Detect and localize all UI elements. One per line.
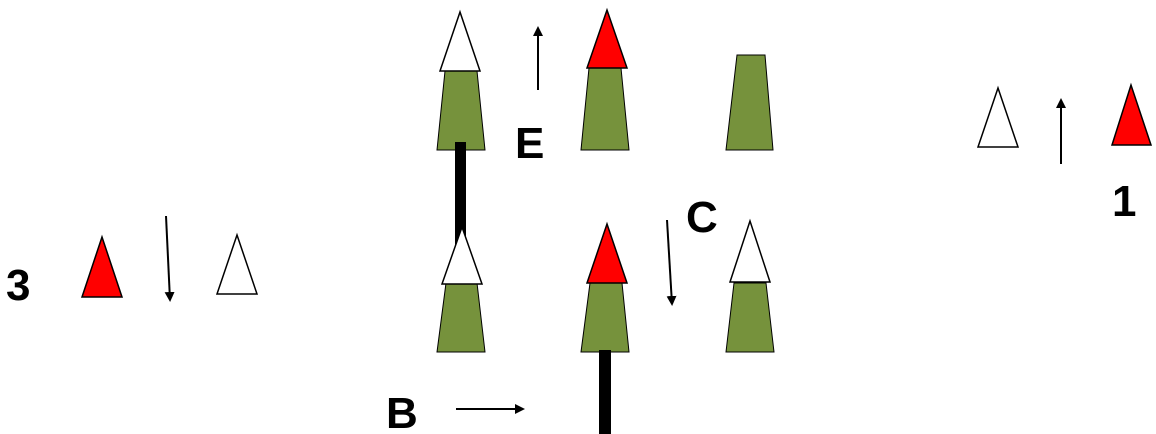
arrow-down-c <box>666 219 677 306</box>
white-flag-bottom-left <box>440 224 484 285</box>
red-flag-right-group <box>1110 82 1153 146</box>
label-b: B <box>386 389 418 434</box>
white-flag-right-group <box>976 85 1020 148</box>
label-1: 1 <box>1112 177 1136 226</box>
label-e: E <box>515 119 544 168</box>
label-c: C <box>686 193 718 242</box>
red-flag-bottom-middle <box>585 221 629 284</box>
red-flag-top-middle <box>585 7 629 69</box>
arrow-down-3 <box>164 215 175 302</box>
white-flag-bottom-right <box>728 218 772 283</box>
pole-top-left <box>436 70 486 151</box>
pole-top-middle <box>580 67 630 151</box>
pole-bottom-middle <box>580 282 630 353</box>
pole-top-right <box>725 54 774 151</box>
white-flag-left-group <box>215 232 259 295</box>
red-flag-left-group <box>80 234 124 298</box>
label-3: 3 <box>6 261 30 310</box>
pole-bottom-left <box>436 282 486 353</box>
pole-bottom-right <box>725 282 775 353</box>
white-flag-top-left <box>438 9 482 72</box>
black-bar-lower <box>599 350 611 434</box>
black-bar-upper <box>455 142 466 252</box>
